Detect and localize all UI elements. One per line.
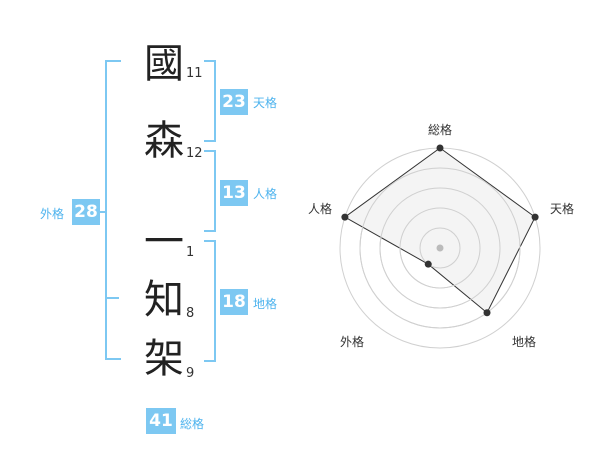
chikaku-label: 地格 [253,297,278,311]
jinkaku-label: 人格 [253,187,278,201]
tenkaku-bracket [204,60,216,142]
tenkaku-label: 天格 [253,96,278,110]
radar-label-soukaku: 総格 [427,123,452,137]
radar-point-1 [436,144,444,152]
stroke-count-4: 8 [186,306,195,321]
radar-label-chikaku: 地格 [511,335,536,349]
gaikaku-value: 28 [72,199,100,225]
name-char-5: 架 [144,336,184,382]
radar-point-5 [341,213,349,221]
radar-label-jinkaku: 人格 [307,202,332,216]
radar-point-4 [424,260,432,268]
radar-grid-ring-overlay-4 [359,167,521,329]
stroke-count-5: 9 [186,366,195,381]
soukaku-value: 41 [146,408,176,434]
stroke-count-3: 1 [186,245,195,260]
name-char-2: 森 [144,118,184,164]
gaikaku-bracket-connector [95,211,106,213]
gaikaku-label: 外格 [40,207,65,221]
radar-grid-ring-overlay-1 [419,227,461,269]
tenkaku-value: 23 [220,89,248,115]
radar-point-2 [531,213,539,221]
radar-data-polygon [343,147,536,314]
jinkaku-value: 13 [220,180,248,206]
name-char-4: 知 [144,277,184,323]
name-char-3: 一 [144,219,184,265]
radar-grid-ring-overlay-3 [379,187,501,309]
chikaku-bracket [204,240,216,362]
chikaku-value: 18 [220,289,248,315]
radar-center-point [436,244,444,252]
gaikaku-bracket [105,60,121,360]
radar-point-3 [483,309,491,317]
radar-label-tenkaku: 天格 [549,202,574,216]
stroke-count-2: 12 [186,146,203,161]
soukaku-label: 総格 [180,417,205,431]
stroke-count-1: 11 [186,66,203,81]
gaikaku-bracket-mid-tick [105,297,119,299]
radar-grid-ring-overlay-2 [399,207,481,289]
radar-label-gaikaku: 外格 [339,335,364,349]
name-char-1: 國 [144,41,184,87]
jinkaku-bracket [204,150,216,232]
